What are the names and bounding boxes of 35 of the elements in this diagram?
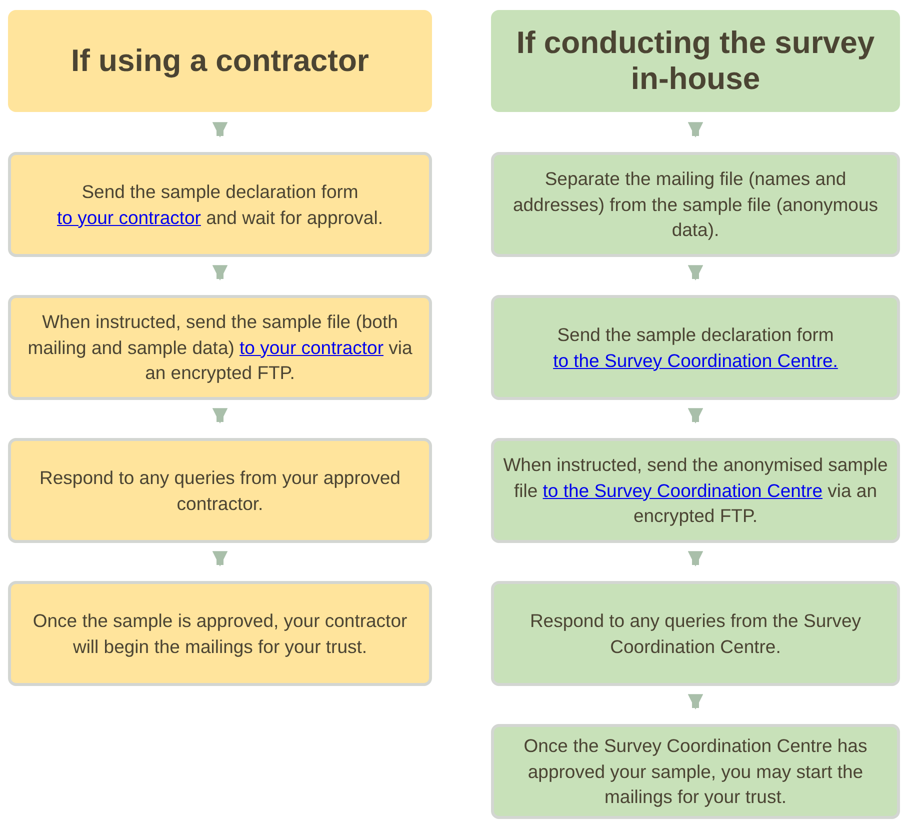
link: to your contractor <box>57 206 201 228</box>
step-text: Send the sample declaration form to the Survey Coordination Centre. <box>552 322 839 373</box>
step-box <box>491 152 900 257</box>
arrow <box>688 408 704 424</box>
arrow <box>212 551 228 567</box>
step-text: Separate the mailing file (names and addresses) from the sample file (anonymous data). <box>512 166 880 242</box>
step-text: Respond to any queries from the Survey Coordination Centre. <box>528 608 862 658</box>
step-box <box>8 438 432 543</box>
link: to the Survey Coordination Centre. <box>553 350 838 370</box>
step-text: When instructed, send the sample file (both mailing and sample data) to your contractor via an encrypted FTP. <box>26 310 414 386</box>
step-box <box>491 438 900 543</box>
step-box <box>491 295 900 400</box>
step-text: When instructed, send the anonymised sample file to the Survey Coordination Centre via an encrypted FTP. <box>502 452 889 528</box>
step-text: Once the Survey Coordination Centre has approved your sample, you may start the mailings for your trust. <box>522 734 868 810</box>
arrow <box>212 408 228 424</box>
heading-box <box>491 10 900 112</box>
arrow <box>688 551 704 567</box>
step-box <box>8 581 432 686</box>
link: to the Survey Coordination Centre <box>542 480 822 501</box>
step-text: Send the sample declaration form to your contractor and wait for approval. <box>56 180 384 230</box>
arrow <box>212 122 228 138</box>
step-box <box>8 152 432 257</box>
column-heading: If using a contractor <box>71 43 369 79</box>
step-text: Respond to any queries from your approved contractor. <box>38 466 402 516</box>
column-heading: If conducting the survey in-house <box>515 25 876 97</box>
step-text: Once the sample is approved, your contractor will begin the mailings for your trust. <box>32 608 408 659</box>
arrow <box>212 265 228 281</box>
arrow <box>688 122 704 138</box>
arrow <box>688 694 704 710</box>
step-box <box>491 581 900 686</box>
heading-box <box>8 10 432 112</box>
step-box <box>8 295 432 400</box>
link: to your contractor <box>240 336 384 358</box>
step-box <box>491 724 900 819</box>
arrow <box>688 265 704 281</box>
